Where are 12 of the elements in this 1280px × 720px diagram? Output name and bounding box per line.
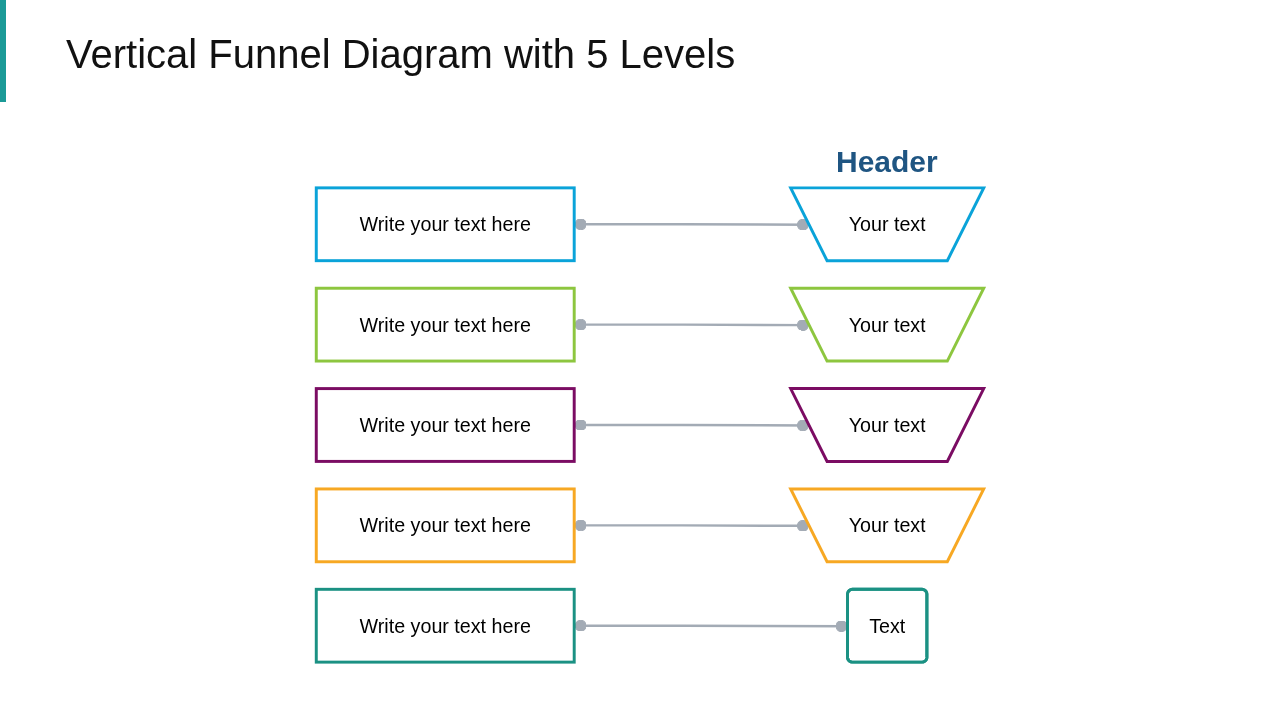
node-box: Write your text here bbox=[314, 587, 576, 664]
node-box: Write your text here bbox=[314, 186, 576, 263]
connector bbox=[574, 519, 810, 532]
node-box: Write your text here bbox=[314, 387, 576, 463]
diagram-title: Vertical Funnel Diagram with 5 Levels bbox=[66, 31, 736, 78]
connector bbox=[574, 419, 810, 432]
connector bbox=[574, 318, 810, 332]
connector bbox=[574, 218, 810, 231]
connector bbox=[574, 619, 848, 633]
node-box: Write your text here bbox=[314, 487, 576, 564]
column-header: Header bbox=[836, 144, 938, 180]
node-box: Write your text here bbox=[314, 286, 576, 363]
